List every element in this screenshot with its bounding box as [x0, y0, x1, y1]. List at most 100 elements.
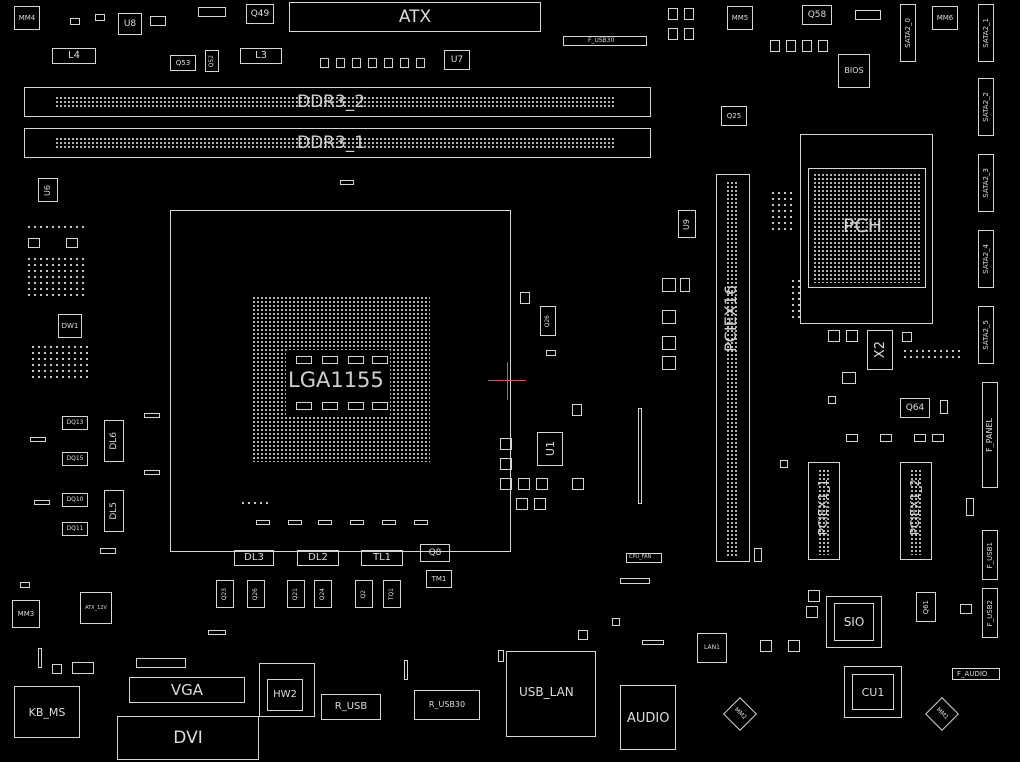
dw1-chip: DW1	[58, 314, 82, 338]
q21-label: Q21	[292, 587, 299, 601]
f-usb30-header: F_USB30	[563, 36, 647, 46]
x2-crystal: X2	[867, 330, 893, 370]
passive-array	[240, 500, 270, 508]
atx-connector: ATX	[289, 2, 541, 32]
hw2-label: HW2	[273, 689, 297, 700]
pciex16-slot: PCIEX16	[716, 174, 750, 562]
component	[500, 438, 512, 450]
usb-lan-port: USB_LAN	[506, 651, 596, 737]
passive-array	[790, 278, 804, 318]
tm1-chip: TM1	[426, 570, 452, 588]
pad	[384, 58, 393, 68]
component	[642, 640, 664, 645]
cap	[350, 520, 364, 525]
component	[404, 660, 408, 680]
q52-label: Q52	[208, 54, 215, 68]
cap	[348, 356, 364, 364]
cap	[372, 356, 388, 364]
pad	[416, 58, 425, 68]
component	[612, 618, 620, 626]
mm6-label: MM6	[936, 13, 954, 22]
cpu-fan-label: CPU_FAN	[629, 554, 652, 560]
sata-2-0-connector: SATA2_0	[900, 4, 916, 62]
component	[498, 650, 504, 662]
l4-inductor: L4	[52, 48, 96, 64]
lan1-label: LAN1	[704, 644, 720, 651]
component	[516, 498, 528, 510]
component	[66, 238, 78, 248]
x2-label: X2	[872, 341, 888, 359]
passive-array	[26, 224, 84, 232]
u6-label: U6	[43, 184, 52, 196]
component	[520, 292, 530, 304]
component	[100, 548, 116, 554]
mm3-mount: MM3	[12, 600, 40, 628]
sio-outline	[826, 596, 882, 648]
q2-label: Q2	[360, 589, 367, 599]
sata-2-4-connector: SATA2_4	[978, 230, 994, 288]
component	[340, 180, 354, 185]
tm1-label: TM1	[431, 574, 447, 583]
q52-transistor: Q52	[205, 50, 219, 72]
tl1-label: TL1	[372, 552, 392, 563]
f-usb30-label: F_USB30	[588, 37, 615, 44]
component	[846, 330, 858, 342]
resistor	[95, 14, 105, 21]
u1-label: U1	[543, 441, 557, 457]
q24-transistor: Q24	[314, 580, 332, 608]
atx-12v-label: ATX_12V	[85, 604, 107, 611]
mm2-label: MM2	[732, 706, 748, 722]
dvi-port: DVI	[117, 716, 259, 760]
f-audio-label: F_AUDIO	[957, 670, 988, 678]
component	[546, 350, 556, 356]
trace-marker	[638, 408, 642, 504]
sata-2-4-label: SATA2_4	[981, 244, 990, 274]
atx-label: ATX	[398, 6, 432, 27]
component	[668, 28, 678, 40]
vga-label: VGA	[170, 680, 204, 699]
sata-2-5-label: SATA2_5	[981, 320, 990, 350]
r-usb30-label: R_USB30	[428, 700, 466, 709]
component	[30, 437, 46, 442]
cap	[296, 356, 312, 364]
lan1-chip: LAN1	[697, 633, 727, 663]
component	[668, 8, 678, 20]
q25-label: Q25	[726, 111, 742, 120]
component	[144, 413, 160, 418]
q64-label: Q64	[905, 402, 925, 413]
crosshair-v	[507, 362, 508, 400]
pciex1-1-pins	[818, 469, 830, 555]
dl3-inductor: DL3	[234, 550, 274, 566]
mm4-label: MM4	[18, 13, 36, 22]
hw2-chip: HW2	[267, 679, 303, 711]
cap	[296, 402, 312, 410]
dq15-label: DQ15	[66, 455, 84, 462]
component	[902, 332, 912, 342]
pciex1-1-slot: PCIEX1_1	[808, 462, 840, 560]
kb-ms-port: KB_MS	[14, 686, 80, 738]
sata-2-2-connector: SATA2_2	[978, 78, 994, 136]
q23-label: Q23	[221, 587, 228, 601]
dl6-inductor: DL6	[104, 420, 124, 462]
dq11-transistor: DQ11	[62, 522, 88, 536]
component	[662, 336, 676, 350]
pciex1-2-pins	[910, 469, 922, 555]
pch-ball-grid	[813, 173, 921, 283]
usb-lan-label: USB_LAN	[519, 685, 574, 699]
sata-2-3-connector: SATA2_3	[978, 154, 994, 212]
f-usb1-label: F_USB1	[985, 541, 994, 569]
component	[72, 662, 94, 674]
component	[518, 478, 530, 490]
hw2-outline	[259, 663, 315, 717]
cap	[288, 520, 302, 525]
component	[662, 356, 676, 370]
u7-chip: U7	[444, 50, 470, 70]
cu1-chip: CU1	[852, 674, 894, 710]
component	[20, 582, 30, 588]
bios-chip: BIOS	[838, 54, 870, 88]
component	[208, 630, 226, 635]
q23-transistor: Q23	[216, 580, 234, 608]
pch-chip: PCH	[808, 168, 926, 288]
component	[572, 404, 582, 416]
